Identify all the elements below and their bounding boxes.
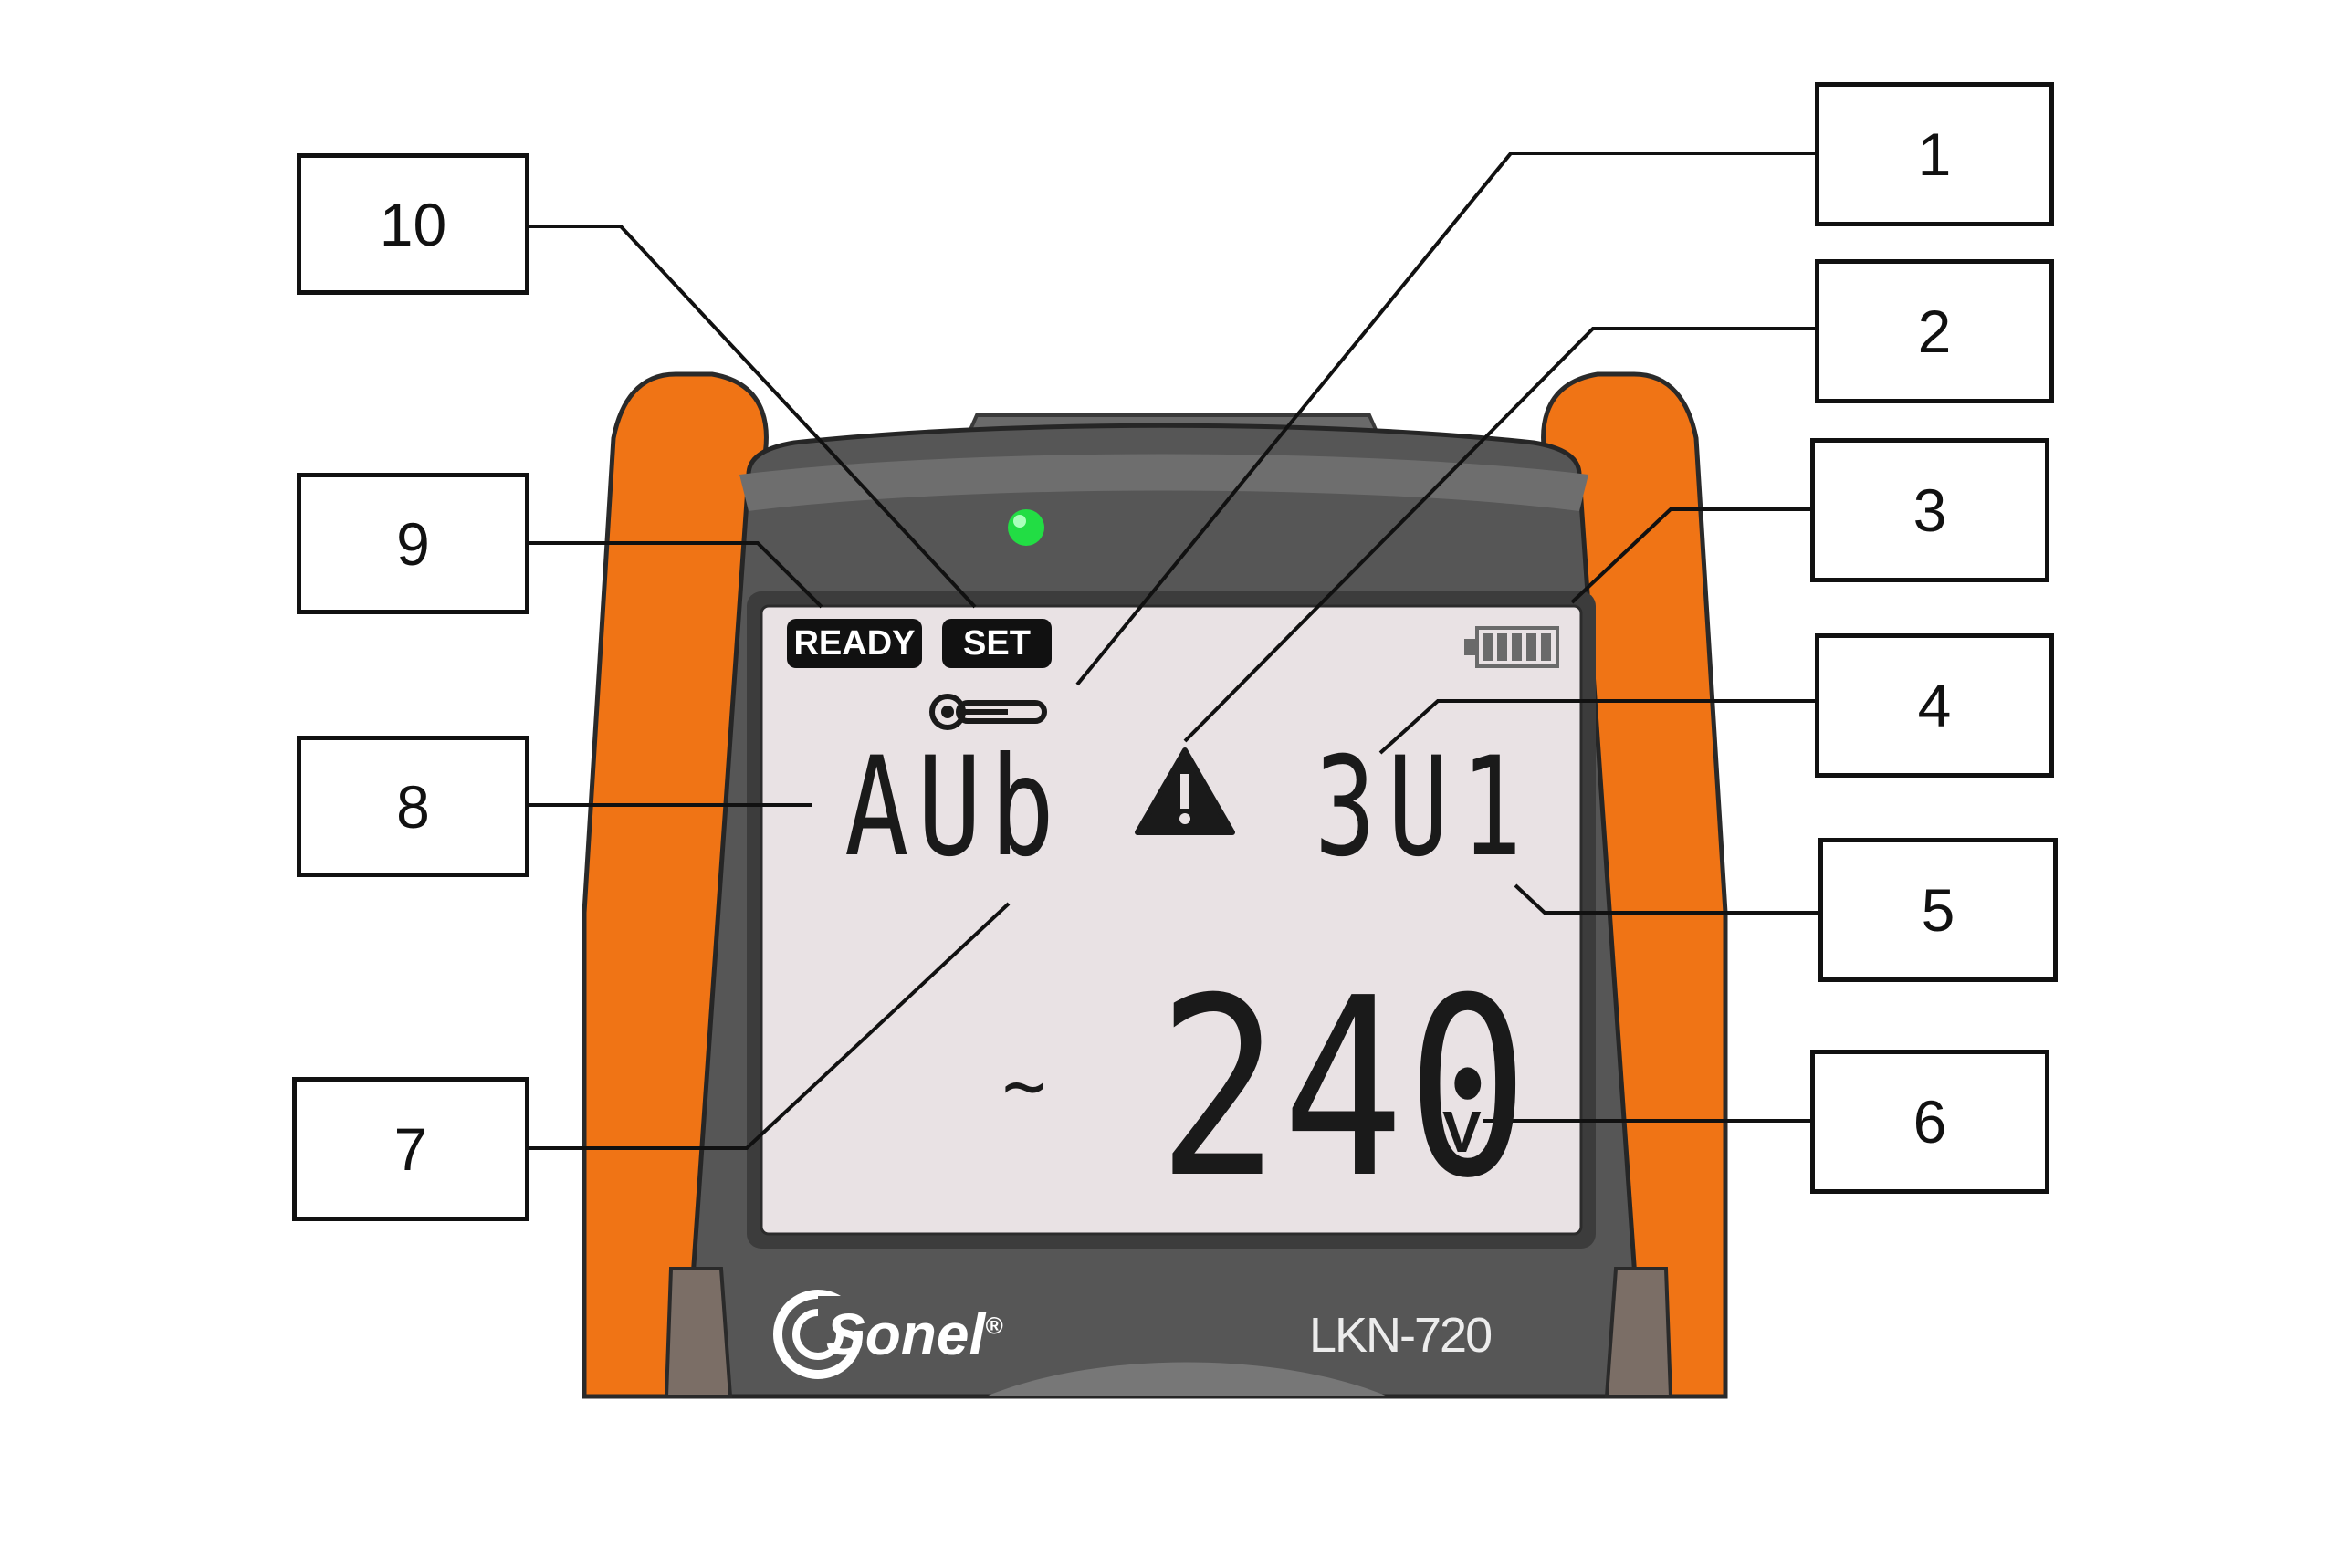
ac-symbol: ~ (1002, 1043, 1047, 1128)
callout-4: 4 (1815, 633, 2054, 778)
lower-left-grip (664, 1267, 733, 1398)
callout-7: 7 (292, 1077, 529, 1221)
status-led (1008, 509, 1044, 546)
callout-8: 8 (297, 736, 529, 877)
callout-1: 1 (1815, 82, 2054, 226)
set-indicator: SET (942, 619, 1052, 668)
mode-display: AUb (844, 728, 1064, 887)
callout-5: 5 (1818, 838, 2058, 982)
callout-3: 3 (1810, 438, 2049, 582)
lcd-screen (760, 604, 1583, 1236)
thermometer-icon (929, 694, 1047, 730)
unit-label: V (1442, 1099, 1482, 1165)
battery-cell (1526, 633, 1536, 661)
led-highlight (1013, 515, 1026, 528)
callout-2: 2 (1815, 259, 2054, 403)
leader-line-2 (1183, 327, 1815, 743)
brand-text: Sonel (826, 1301, 986, 1367)
channel-display: 3U1 (1315, 728, 1535, 887)
sonel-logo-mark (773, 1290, 873, 1379)
leader-line-3 (1570, 507, 1810, 604)
ready-indicator: READY (787, 619, 922, 668)
battery-cell (1512, 633, 1522, 661)
battery-cell (1497, 633, 1507, 661)
callout-10: 10 (297, 153, 529, 295)
battery-icon (1464, 626, 1559, 668)
leader-line-9 (529, 541, 823, 609)
lower-right-grip (1604, 1267, 1673, 1398)
model-name: LKN-720 (1309, 1308, 1493, 1363)
upper-bezel (739, 454, 1588, 511)
leader-line-4 (1378, 699, 1815, 755)
leader-line-7 (529, 902, 1011, 1150)
leader-line-5 (1514, 883, 1818, 915)
battery-cell (1541, 633, 1551, 661)
callout-9: 9 (297, 473, 529, 614)
bottom-curve (986, 1362, 1388, 1396)
battery-cell (1483, 633, 1493, 661)
main-reading: 240 (1158, 945, 1532, 1232)
registered-mark: ® (985, 1312, 1003, 1340)
leader-lines (529, 152, 1818, 1150)
leader-line-10 (529, 225, 977, 609)
brand-name: Sonel® (826, 1301, 1002, 1368)
leader-line-1 (1075, 152, 1815, 686)
warning-icon (1135, 747, 1235, 835)
callout-6: 6 (1810, 1050, 2049, 1194)
